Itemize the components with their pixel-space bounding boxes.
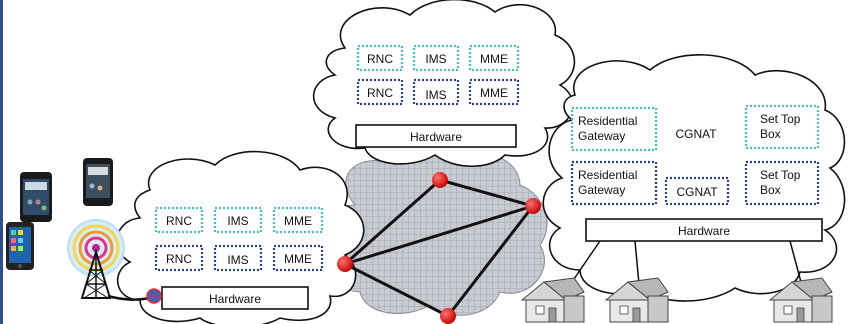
function-label: MME	[480, 86, 508, 100]
router-node	[432, 172, 448, 188]
function-label: RNC	[367, 86, 393, 100]
function-label: CGNAT	[676, 185, 718, 199]
left-cloud	[116, 150, 365, 324]
function-box: CGNAT	[669, 119, 723, 147]
house-icon	[520, 277, 585, 323]
function-box: CGNAT	[664, 176, 730, 206]
function-label: IMS	[425, 52, 446, 66]
function-box: MME	[272, 244, 324, 272]
function-label: RNC	[166, 252, 192, 266]
function-box: IMS	[213, 244, 263, 272]
function-box: RNC	[154, 206, 204, 234]
tablet-icon	[6, 222, 34, 270]
function-label: MME	[284, 214, 312, 228]
function-box: MME	[272, 206, 324, 234]
function-label: RNC	[166, 214, 192, 228]
antenna-tower-icon	[67, 219, 125, 299]
function-label: MME	[284, 252, 312, 266]
hardware-bar: Hardware	[355, 124, 517, 148]
phone-icon	[20, 172, 52, 222]
phone-icon	[83, 158, 113, 206]
left-cloud-functions: RNC IMS MME RNC IMS MME Hardware	[154, 206, 324, 310]
hardware-bar: Hardware	[585, 218, 823, 242]
function-label: RNC	[367, 52, 393, 66]
function-box: IMS	[412, 78, 460, 106]
house-icon	[768, 277, 833, 323]
function-label: MME	[480, 52, 508, 66]
tower-link	[107, 294, 151, 301]
function-label: CGNAT	[675, 127, 717, 141]
function-box: MME	[468, 78, 520, 106]
network-links	[344, 178, 535, 318]
function-box: RNC	[154, 244, 204, 272]
router-node	[525, 198, 541, 214]
hardware-label: Hardware	[209, 292, 261, 306]
function-box: MME	[468, 44, 520, 72]
function-box: RNC	[356, 78, 404, 106]
function-label: IMS	[227, 253, 248, 267]
top-cloud-functions: RNC IMS MME RNC IMS MME Hardware	[355, 44, 520, 148]
house-icon	[604, 277, 669, 323]
router-node	[337, 256, 353, 272]
hardware-label: Hardware	[678, 224, 730, 238]
function-box: RNC	[356, 44, 404, 72]
hardware-label: Hardware	[410, 130, 462, 144]
function-label: IMS	[227, 214, 248, 228]
hardware-bar: Hardware	[161, 286, 309, 310]
function-box: IMS	[412, 44, 460, 72]
function-label: IMS	[425, 88, 446, 102]
function-box: IMS	[213, 206, 263, 234]
router-node	[440, 308, 456, 324]
left-border	[0, 0, 3, 324]
globe-node-icon	[146, 288, 162, 304]
